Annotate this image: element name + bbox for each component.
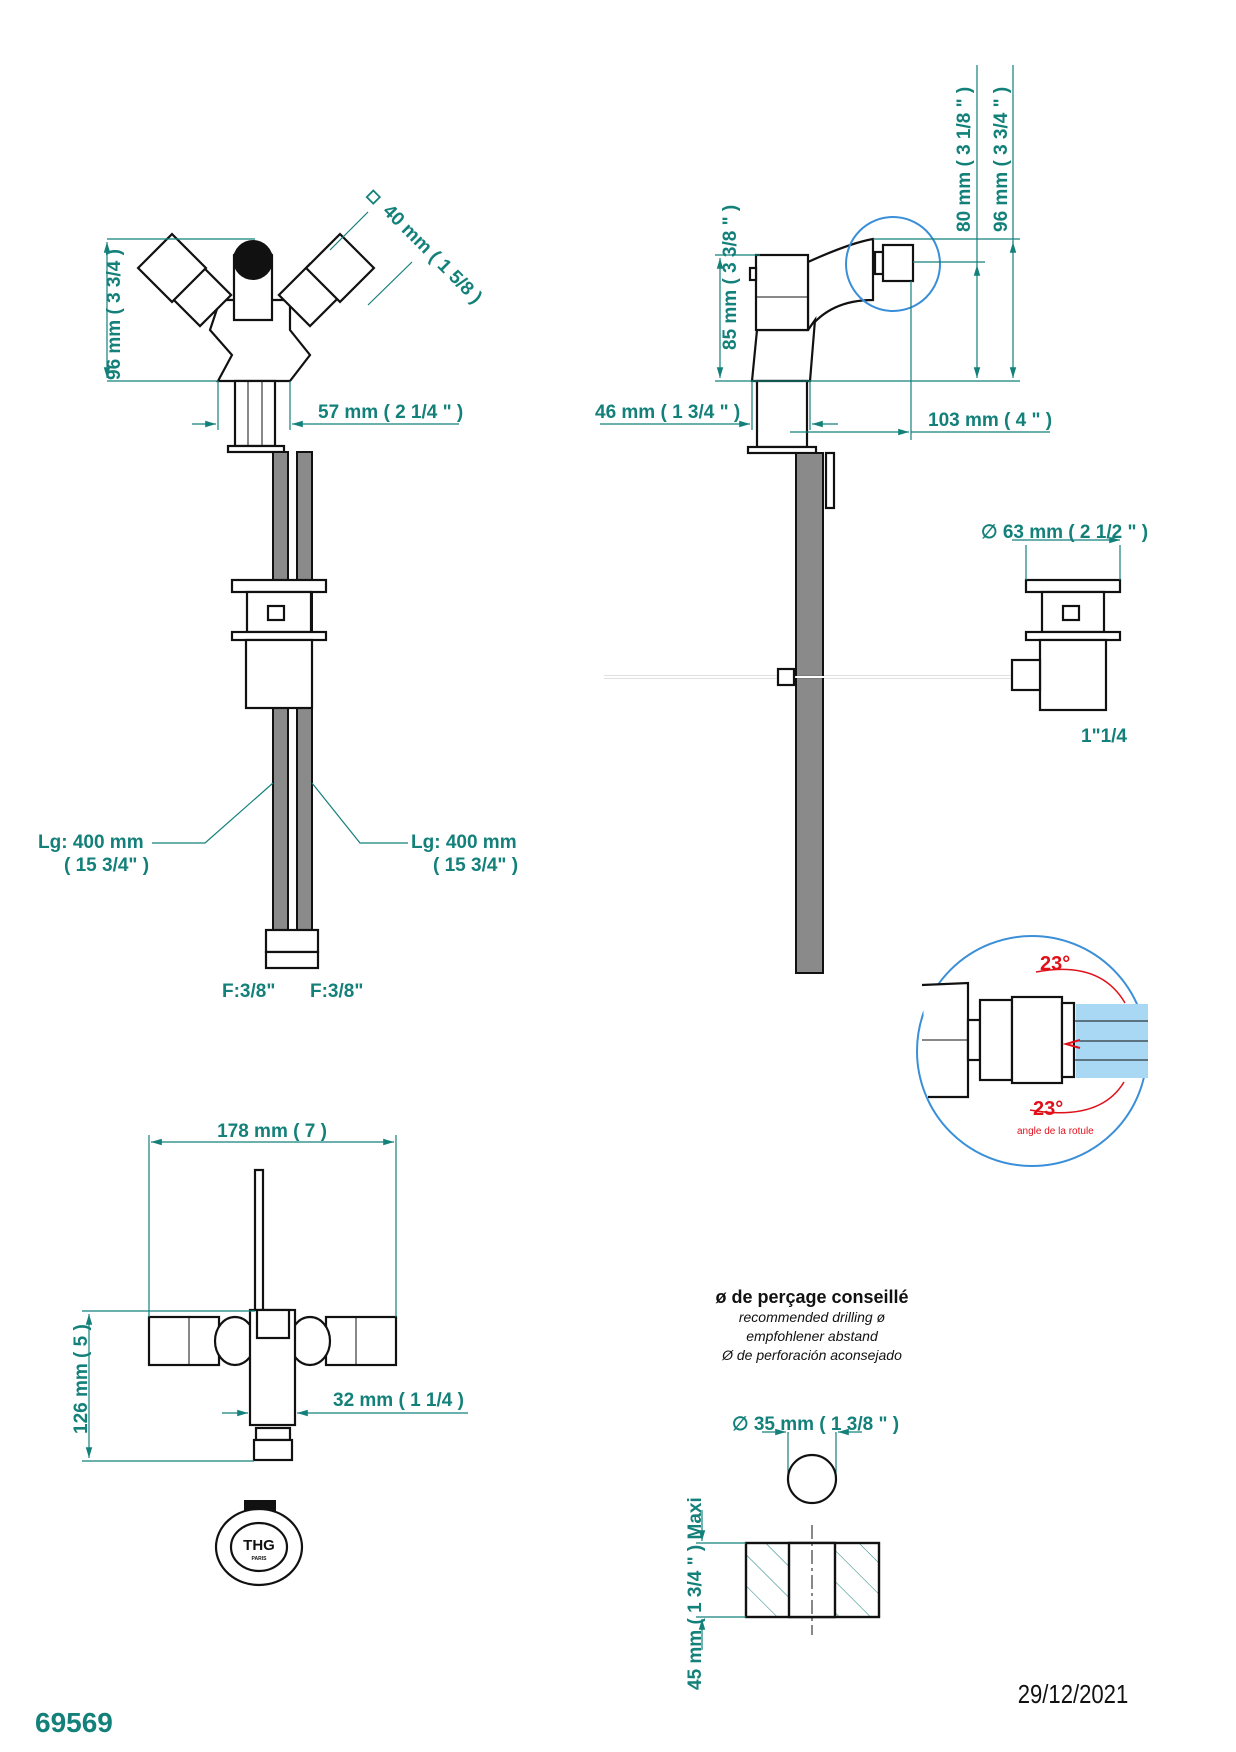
reach-label: 103 mm ( 4 " ) [928, 410, 1052, 431]
drilling-de: empfohlener abstand [746, 1328, 879, 1344]
depth-label: 126 mm ( 5 ) [71, 1324, 92, 1434]
logo-paris: PARIS [252, 1556, 268, 1562]
handle-size-label: 40 mm ( 1 5/8 ) [378, 201, 485, 308]
angle-caption: angle de la rotule [1017, 1126, 1094, 1137]
drilling-recommendation: ø de perçage conseillé recommended drill… [685, 1287, 909, 1690]
drain-thread-label: 1"1/4 [1081, 726, 1127, 747]
reference-number: 69569 [35, 1707, 113, 1738]
drill-thickness-label: 45 mm ( 1 3/4 " ) Maxi [685, 1497, 706, 1690]
drill-hole-circle [786, 1453, 838, 1505]
top-view: THG PARIS 178 mm ( 7 ) 126 mm ( 5 ) 32 m… [71, 1121, 468, 1587]
swivel-detail: 23° 23° angle de la rotule [916, 935, 1148, 1167]
hose-right-length-inch: ( 15 3/4" ) [433, 855, 518, 876]
width-label: 178 mm ( 7 ) [217, 1121, 327, 1142]
handle-size-symbol: ◇ [365, 186, 382, 207]
front-view: 96 mm ( 3 3/4 ) ◇ 40 mm ( 1 5/8 ) 57 mm … [38, 186, 518, 1002]
drilling-en: recommended drilling ø [739, 1309, 886, 1325]
drawing-date: 29/12/2021 [1018, 1680, 1129, 1709]
angle-top-label: 23° [1040, 953, 1070, 975]
front-height-label: 96 mm ( 3 3/4 ) [104, 249, 125, 380]
connector-right-label: F:3/8" [310, 981, 363, 1002]
side-view: 85 mm ( 3 3/8 " ) 80 mm ( 3 1/8 " ) 96 m… [595, 65, 1148, 974]
detail-callout-circle [845, 216, 941, 312]
hose-right-length: Lg: 400 mm [411, 832, 517, 853]
side-base-label: 46 mm ( 1 3/4 " ) [595, 402, 740, 423]
front-base-label: 57 mm ( 2 1/4 " ) [318, 402, 463, 423]
drain-diameter-label: ∅ 63 mm ( 2 1/2 " ) [981, 522, 1148, 543]
hose-left-length: Lg: 400 mm [38, 832, 144, 853]
drill-diameter-label: ∅ 35 mm ( 1 3/8 " ) [732, 1414, 899, 1435]
logo-thg: THG [243, 1537, 275, 1554]
outlet-height-label: 80 mm ( 3 1/8 " ) [954, 87, 975, 232]
drilling-es: Ø de perforación aconsejado [721, 1347, 902, 1363]
connector-left-label: F:3/8" [222, 981, 275, 1002]
total-height-label: 96 mm ( 3 3/4 " ) [991, 87, 1012, 232]
spout-width-label: 32 mm ( 1 1/4 ) [333, 1390, 464, 1411]
angle-bottom-label: 23° [1033, 1098, 1063, 1120]
side-body-height-label: 85 mm ( 3 3/8 " ) [720, 205, 741, 350]
hose-left-length-inch: ( 15 3/4" ) [64, 855, 149, 876]
drilling-title: ø de perçage conseillé [715, 1287, 908, 1307]
